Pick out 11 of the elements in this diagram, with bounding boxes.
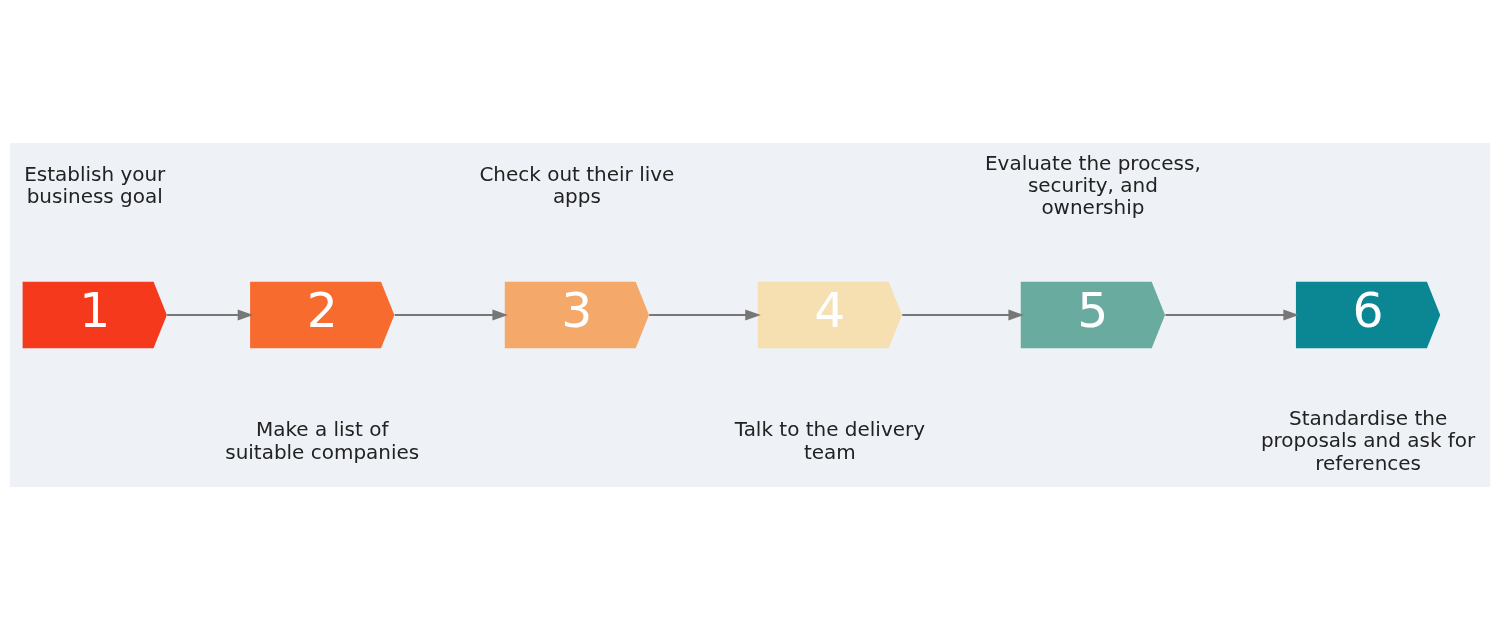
arrow bbox=[649, 309, 761, 321]
arrow bbox=[1165, 309, 1299, 321]
node-label: Talk to the delivery team bbox=[734, 417, 926, 464]
node-label: Make a list of suitable companies bbox=[225, 417, 420, 464]
node-label: Check out their live apps bbox=[479, 162, 675, 209]
arrow bbox=[902, 309, 1024, 321]
node-label: Evaluate the process, security, and ownership bbox=[985, 151, 1201, 220]
node-label: Establish your business goal bbox=[24, 162, 166, 209]
arrow bbox=[394, 309, 508, 321]
arrow bbox=[167, 309, 254, 321]
node-label: Standardise the proposals and ask for references bbox=[1260, 406, 1476, 475]
